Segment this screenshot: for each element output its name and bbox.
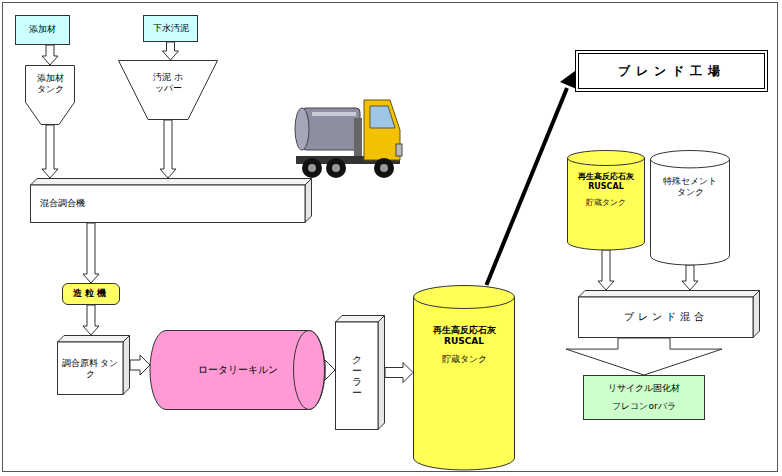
arrow-body — [83, 305, 99, 335]
flow-arrow — [42, 45, 58, 65]
node-label: 再生高反応石灰 RUSCAL — [574, 172, 638, 192]
input-box: 下水汚泥 — [143, 15, 198, 42]
flow-arrow — [682, 265, 698, 290]
truck-pump — [354, 118, 362, 156]
raw-material-tank-part — [123, 336, 130, 395]
node-label: 添加材 タンク — [32, 73, 68, 96]
mixer-box: 混合調合機 — [30, 178, 312, 223]
storage-silo-part — [414, 286, 515, 309]
blend-mixer-box-part — [753, 291, 760, 338]
truck-tank-highlight — [312, 112, 356, 116]
cement-tank-outline — [650, 150, 730, 265]
flow-arrow — [486, 71, 577, 285]
rotary-kiln-part — [150, 331, 325, 410]
cement-tank-part — [651, 151, 730, 168]
blend-mixer-box: ブレンド混合 — [578, 290, 760, 338]
additive-tank: 添加材 タンク — [25, 65, 75, 125]
truck-grille — [396, 144, 402, 156]
rotary-kiln-part — [294, 331, 325, 410]
truck-wheel — [374, 158, 394, 178]
node-label: クーラー — [352, 354, 362, 398]
cement-tank-part — [651, 159, 730, 265]
additive-tank-part — [26, 66, 75, 125]
truck-tank — [302, 108, 360, 150]
product-box: リサイクル固化材フレコンorバラ — [583, 375, 705, 420]
rotary-kiln: ロータリーキルン — [150, 330, 325, 410]
node-label: ブレンド工場 — [618, 64, 726, 79]
granulator-box: 造粒機 — [62, 283, 120, 305]
blend-mixer-box-part — [579, 291, 760, 298]
raw-material-tank-part — [58, 342, 124, 395]
node-label: 添加材 — [29, 24, 56, 35]
cooler-box: クーラー — [335, 315, 385, 430]
flow-arrow — [598, 250, 614, 290]
flow-arrow — [160, 120, 176, 178]
cooler-box-part — [336, 322, 379, 430]
arrow-body — [682, 265, 698, 290]
raw-material-tank: 調合原料 タンク — [57, 335, 130, 395]
node-label: ロータリーキルン — [198, 364, 278, 377]
arrow-body — [325, 360, 335, 380]
sludge-hopper-part — [119, 61, 218, 120]
flow-arrow — [325, 360, 335, 380]
arrow-body — [130, 355, 150, 375]
flow-arrow — [385, 363, 413, 383]
node-label: リサイクル固化材 — [608, 383, 680, 394]
flow-arrow — [566, 338, 722, 375]
cooler-box-part — [378, 316, 385, 430]
arrow-body — [598, 250, 614, 290]
arrow-body — [385, 363, 413, 383]
blend-mixer-box-part — [579, 297, 754, 338]
node-label: 調合原料 タンク — [61, 358, 119, 379]
arrow-body — [163, 42, 179, 60]
node-label: ブレンド混合 — [624, 311, 708, 324]
node-label: 汚泥 ホッパー — [150, 72, 186, 95]
node-label: 再生高反応石灰 RUSCAL — [428, 325, 500, 348]
flow-arrow — [83, 223, 99, 283]
storage-tank-part — [568, 158, 645, 250]
flow-arrow — [42, 125, 58, 178]
flow-arrow — [83, 305, 99, 335]
truck-hub — [380, 164, 388, 172]
storage-silo-part — [414, 297, 515, 470]
flow-arrow — [163, 42, 179, 60]
sludge-hopper: 汚泥 ホッパー — [118, 60, 218, 120]
node-sublabel: 貯蔵タンク — [442, 354, 487, 365]
truck-cab — [364, 100, 400, 160]
truck-window — [370, 106, 395, 128]
tanker-truck — [292, 92, 404, 188]
arrow-body — [42, 45, 58, 65]
node-sublabel: 貯蔵タンク — [586, 198, 626, 208]
truck-tank-end — [295, 108, 309, 150]
node-label: 下水汚泥 — [153, 23, 189, 34]
arrow-body — [42, 125, 58, 178]
arrow-body — [83, 223, 99, 283]
truck-hub — [308, 164, 316, 172]
flow-arrow — [130, 355, 150, 375]
arrow-body — [160, 120, 176, 178]
truck-hub — [332, 164, 340, 172]
mixer-box-part — [31, 179, 312, 186]
cooler-box-part — [336, 316, 385, 323]
truck-wheel — [326, 158, 346, 178]
arrow-body — [566, 338, 722, 375]
node-label: 特殊セメント タンク — [662, 176, 717, 197]
mixer-box-part — [31, 185, 306, 223]
cement-tank: 特殊セメント タンク — [650, 150, 730, 265]
node-label: 混合調合機 — [40, 198, 85, 209]
delivery-line — [486, 88, 567, 285]
raw-material-tank-part — [58, 336, 130, 343]
storage-silo-outline — [413, 285, 515, 470]
node-sublabel: フレコンorバラ — [612, 401, 675, 412]
node-label: 造粒機 — [73, 288, 108, 299]
storage-silo: 再生高反応石灰 RUSCAL 貯蔵タンク — [413, 285, 515, 470]
plant-box: ブレンド工場 — [575, 50, 768, 92]
input-box: 添加材 — [15, 15, 70, 45]
truck-wheel — [302, 158, 322, 178]
storage-tank-part — [568, 151, 645, 166]
storage-tank: 再生高反応石灰 RUSCAL 貯蔵タンク — [567, 150, 645, 250]
mixer-box-part — [305, 179, 312, 223]
